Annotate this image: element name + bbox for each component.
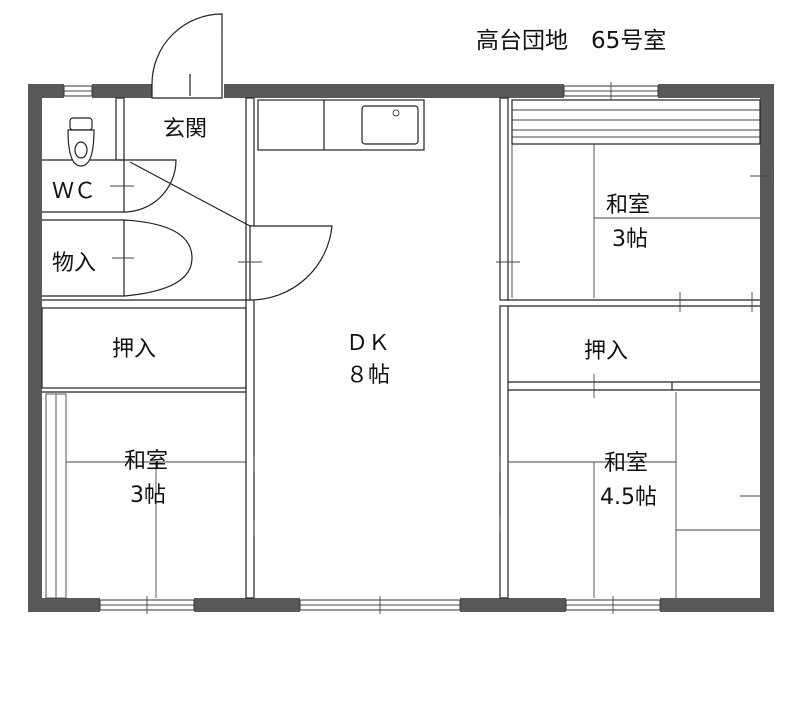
room-label-oshiire-left: 押入 (112, 337, 156, 362)
room-label-dk-size: ８帖 (346, 363, 390, 388)
room-label-storage: 物入 (52, 251, 96, 276)
room-label-dk-name: ＤＫ (346, 331, 390, 356)
interior-walls (41, 97, 760, 599)
toilet-icon (67, 117, 95, 167)
room-label-washitsu-ne-size: 3帖 (612, 227, 648, 252)
plan-title: 高台団地 65号室 (476, 28, 666, 54)
room-label-washitsu-sw-size: 3帖 (130, 483, 166, 508)
room-label-washitsu-se-name: 和室 (604, 451, 648, 476)
kitchen-counter (257, 99, 425, 151)
room-label-washitsu-se-size: 4.5帖 (600, 485, 657, 510)
doors (110, 159, 520, 301)
tatami-lines (45, 144, 770, 599)
room-label-washitsu-ne-name: 和室 (606, 193, 650, 218)
room-label-washitsu-sw-name: 和室 (124, 449, 168, 474)
windows (63, 82, 661, 614)
room-label-wc: ＷＣ (52, 179, 96, 204)
veranda-slats (511, 99, 761, 145)
room-label-oshiire-right: 押入 (584, 339, 628, 364)
room-label-entrance: 玄関 (163, 117, 207, 142)
entrance-door (151, 13, 223, 99)
outer-walls (28, 84, 774, 612)
